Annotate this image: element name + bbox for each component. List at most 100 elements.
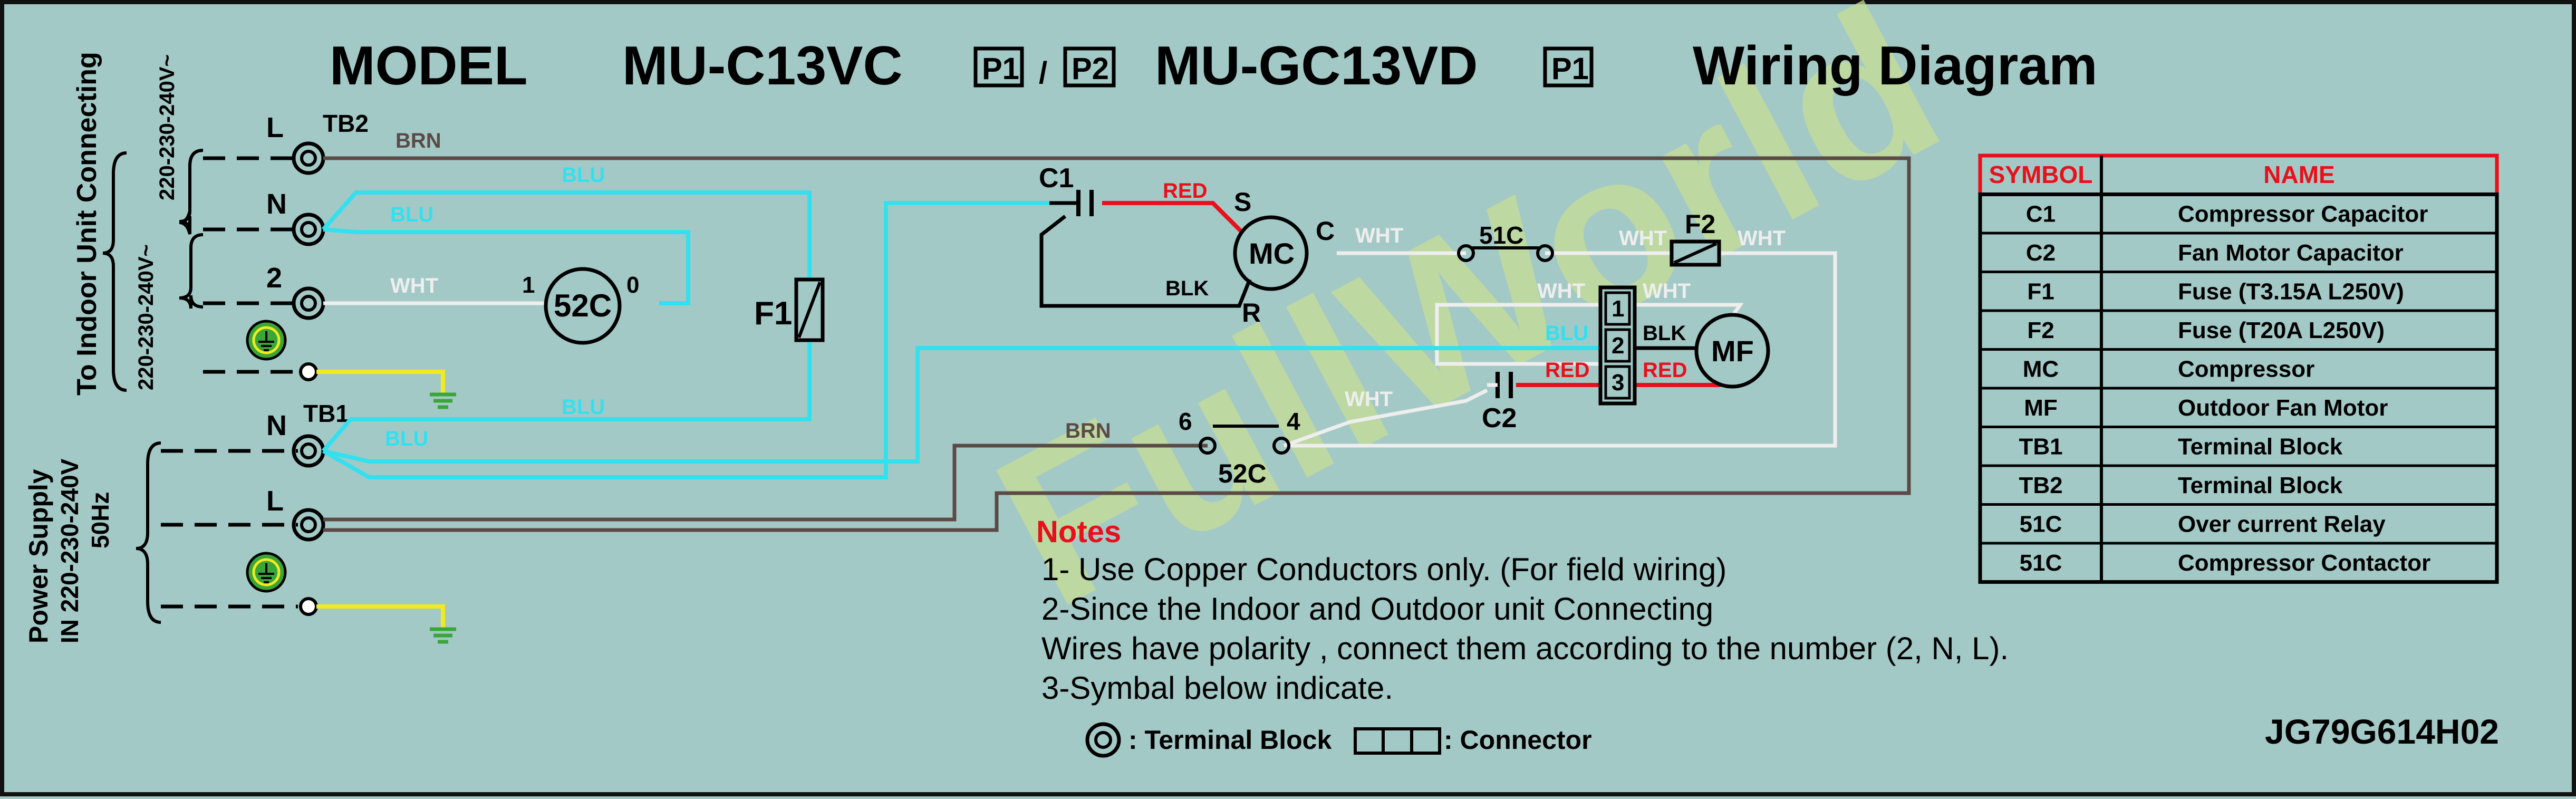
wire-label-blu-1: BLU — [562, 163, 605, 187]
brace-n-2-b — [189, 295, 204, 309]
label-l-top: L — [266, 112, 284, 143]
wire-label-blu-4: BLU — [385, 427, 428, 450]
connector-pin-2: 2 — [1612, 333, 1624, 359]
connector-pin-3: 3 — [1612, 370, 1624, 396]
symbol-table-name-cell: Fuse (T20A L250V) — [2178, 317, 2385, 343]
badge-p1b-box — [1543, 46, 1594, 88]
model-1: MU-C13VC — [622, 35, 903, 97]
contact-pin-6: 6 — [1179, 408, 1192, 435]
brace-l-n-b — [179, 149, 204, 235]
field-wires — [161, 156, 298, 609]
ground-node-top — [299, 362, 318, 381]
symbol-table-symbol-cell: F2 — [2027, 317, 2054, 343]
relay-52c-label: 52C — [554, 288, 612, 323]
notes-heading: Notes — [1036, 515, 1121, 549]
terminal-l-bottom — [292, 508, 325, 542]
connector-block: 1 2 3 — [1598, 285, 1637, 406]
wire-label-brn-52c: BRN — [1065, 419, 1111, 442]
wire-label-wht-f2-right: WHT — [1738, 227, 1786, 250]
ground-wires — [316, 370, 445, 628]
label-tb1: TB1 — [303, 400, 349, 427]
brn-wire-main — [323, 156, 1911, 532]
wire-label-red-conn-left: RED — [1545, 359, 1589, 382]
legend-terminal-icon — [1085, 722, 1121, 758]
wire-label-blk-conn: BLK — [1643, 322, 1686, 345]
label-tb2: TB2 — [323, 110, 369, 137]
fuse-f1: F1 — [754, 277, 825, 342]
brace-n-2 — [179, 233, 204, 309]
badge-p1-b: P1 — [1551, 52, 1589, 86]
wire-label-wht-c2: WHT — [1345, 388, 1393, 411]
contact-52c-label: 52C — [1218, 459, 1267, 488]
symbol-table-symbol-cell: C1 — [2026, 201, 2056, 227]
notes-line-2: 2-Since the Indoor and Outdoor unit Conn… — [1041, 591, 1713, 627]
compressor-mc-label: MC — [1249, 237, 1295, 270]
symbol-table-symbol-cell: TB1 — [2019, 434, 2062, 460]
symbol-table-symbol-cell: 51C — [2020, 550, 2062, 576]
wire-label-blu-3: BLU — [562, 396, 605, 419]
wire-label-blu-2: BLU — [390, 203, 433, 226]
wht-wire-f2-right — [1287, 251, 1837, 448]
symbol-table-header-symbol: SYMBOL — [1989, 161, 2093, 188]
power-supply-label: Power Supply — [24, 469, 53, 643]
symbol-table-name-cell: Fuse (T3.15A L250V) — [2178, 279, 2404, 305]
indoor-connecting-label: To Indoor Unit Connecting — [72, 52, 102, 396]
wire-label-wht-1: WHT — [390, 274, 438, 297]
wire-label-blk-1: BLK — [1165, 277, 1209, 300]
model-2: MU-GC13VD — [1155, 35, 1478, 97]
blk-wire-c1-r — [1039, 215, 1252, 308]
symbol-table-name-cell: Compressor Contactor — [2178, 550, 2430, 576]
label-2: 2 — [266, 262, 282, 294]
braces — [102, 149, 204, 624]
brace-power — [136, 441, 161, 624]
blu-wire-52c — [323, 227, 690, 305]
capacitor-c2: C2 — [1482, 372, 1517, 434]
drawing-code: JG79G614H02 — [2265, 712, 2499, 751]
symbol-table-name-cell: Compressor — [2178, 357, 2314, 382]
wire-label-red-conn-right: RED — [1643, 359, 1687, 382]
symbol-table-header-name: NAME — [2263, 161, 2334, 188]
chassis-grounds — [430, 392, 456, 644]
contactor-52c-contact: 6 4 52C — [1179, 408, 1300, 488]
brace-indoor — [102, 151, 127, 392]
capacitor-c1: C1 — [1039, 163, 1094, 216]
slash: / — [1039, 56, 1047, 90]
compressor-pin-r: R — [1242, 298, 1261, 328]
symbol-table-name-cell: Over current Relay — [2178, 512, 2386, 537]
compressor-mc: MC S C R — [1233, 187, 1335, 328]
indoor-voltage-b: 220-230-240V~ — [134, 244, 158, 390]
blu-wire-c1 — [322, 201, 1049, 479]
brn-wire-52c — [323, 444, 1208, 522]
left-labels: To Indoor Unit Connecting 220-230-240V~ … — [24, 52, 179, 643]
terminal-labels: L TB2 N 2 N TB1 L — [266, 110, 369, 517]
relay-52c-coil: 52C 1 0 — [522, 267, 639, 345]
wire-label-wht-conn-left: WHT — [1537, 280, 1585, 303]
badge-p1: P1 — [982, 52, 1019, 86]
legend-connector-icon — [1354, 727, 1441, 755]
earth-symbol-top — [246, 320, 287, 361]
blu-wire-mf — [323, 346, 1603, 464]
wire-label-wht-c: WHT — [1355, 224, 1403, 247]
symbol-table-symbol-cell: 51C — [2020, 512, 2062, 537]
badge-p1-box — [973, 46, 1024, 88]
power-voltage-label: IN 220-230-240V — [56, 458, 83, 643]
legend-connector-label: : Connector — [1444, 725, 1592, 755]
symbol-table-name-cell: Fan Motor Capacitor — [2178, 240, 2404, 266]
symbol-table-name-cell: Outdoor Fan Motor — [2178, 395, 2388, 421]
indoor-voltage-a: 220-230-240V~ — [156, 54, 179, 200]
notes: Notes 1- Use Copper Conductors only. (Fo… — [1036, 515, 2009, 758]
notes-line-1: 1- Use Copper Conductors only. (For fiel… — [1041, 552, 1726, 587]
relay-52c-pin-1: 1 — [522, 272, 535, 298]
symbol-table-symbol-cell: F1 — [2027, 279, 2054, 305]
wht-wire-c2 — [1283, 388, 1488, 448]
fuse-f1-label: F1 — [754, 295, 792, 332]
wht-wires — [323, 251, 1837, 448]
brn-wires — [323, 156, 1911, 532]
symbol-table-symbol-cell: MC — [2023, 357, 2059, 382]
badge-p2: P2 — [1072, 52, 1109, 86]
compressor-pin-s: S — [1234, 187, 1251, 217]
